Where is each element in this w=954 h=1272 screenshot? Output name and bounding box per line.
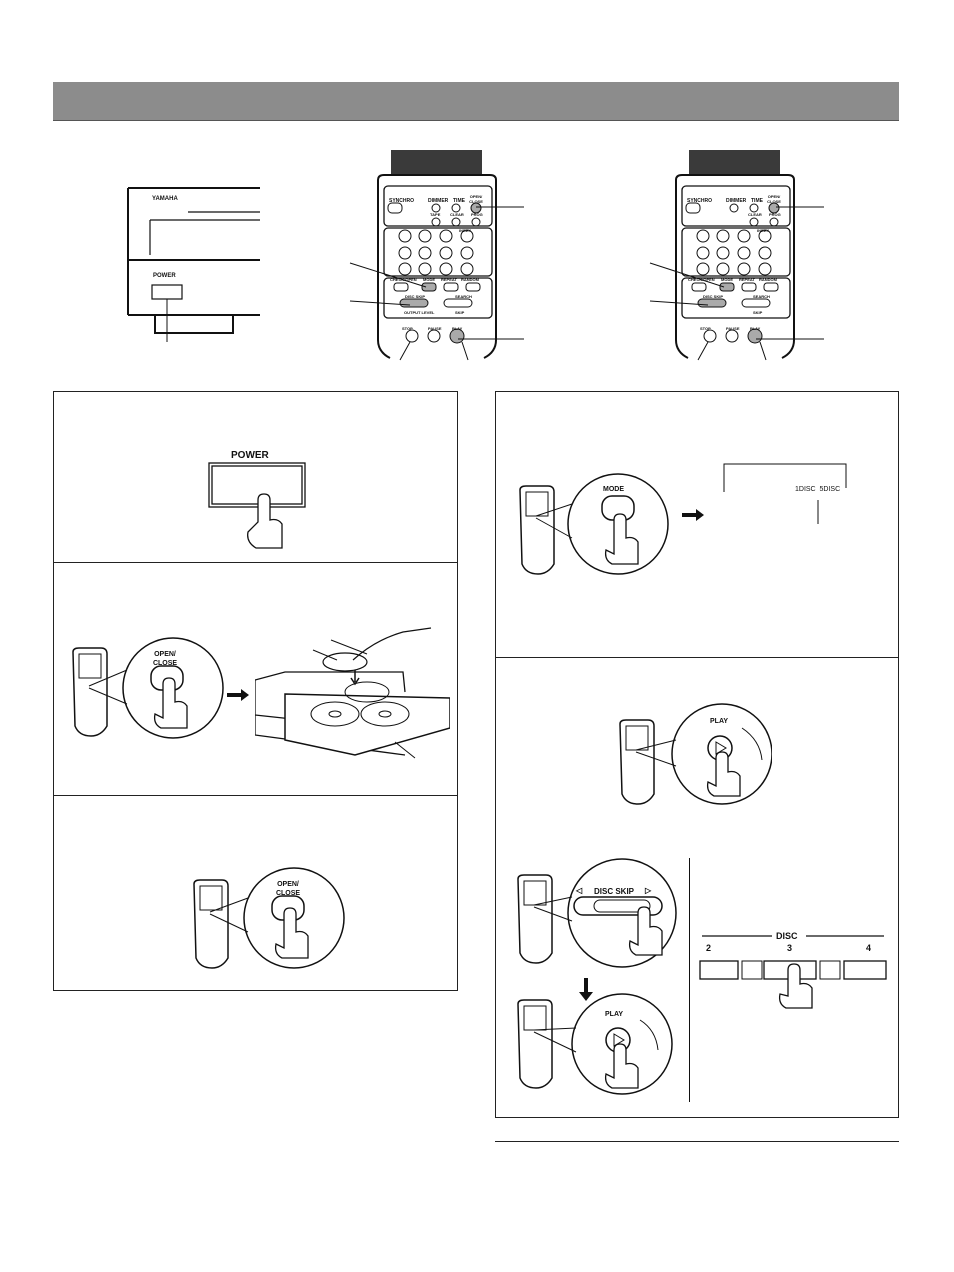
step-power-label: POWER — [231, 450, 269, 461]
remote-left-skip-label: SKIP — [455, 310, 465, 315]
remote-right-index-label: INDEX — [757, 228, 770, 233]
left-steps-panel — [53, 391, 458, 991]
remote-left-output-label: OUTPUT LEVEL — [404, 310, 435, 315]
remote-right-play-label: PLAY — [750, 326, 761, 331]
remote-right-repeat-label: REPEAT — [739, 277, 755, 282]
remote-right-open-close-label: OPEN/ CLOSE — [767, 194, 781, 204]
remote-right-stop-label: STOP — [700, 326, 711, 331]
remote-left-random-label: RANDOM — [461, 277, 479, 282]
remote-left-index-label: INDEX — [459, 228, 472, 233]
remote-left-repeat-label: REPEAT — [441, 277, 457, 282]
remote-left-play-label: PLAY — [452, 326, 463, 331]
unit-power-label: POWER — [153, 273, 176, 279]
arrow-right-icon — [227, 689, 249, 701]
disc-number-2: 2 — [706, 943, 712, 953]
remote-left-pause-label: PAUSE — [428, 326, 442, 331]
cd-changer-front-illustration — [127, 187, 260, 342]
remote-right-time-label: TIME — [751, 198, 763, 204]
remote-model-tag-right — [689, 150, 780, 174]
right-steps-panel — [495, 391, 899, 1118]
play-label-1: PLAY — [710, 718, 729, 725]
disc-skip-right-arrow-icon: ▷ — [645, 886, 652, 895]
remote-right-pause-label: PAUSE — [726, 326, 740, 331]
mode-label: MODE — [603, 486, 624, 493]
play-remote-zoom-2 — [517, 993, 673, 1095]
power-button-illustration — [208, 462, 306, 549]
close-remote-zoom — [193, 867, 345, 969]
remote-left-callout-lines — [349, 206, 524, 340]
remote-left-mode-label: MODE — [423, 277, 435, 282]
remote-model-tag-left — [391, 150, 482, 174]
remote-left-disc-skip-label: DISC SKIP — [405, 294, 426, 299]
left-panel-divider-2 — [53, 795, 458, 796]
disc-panel-title: DISC — [776, 931, 798, 941]
remote-left-search-label: SEARCH — [455, 294, 472, 299]
disc-skip-left-arrow-icon: ◁ — [576, 886, 583, 895]
arrow-right-icon — [682, 509, 704, 521]
remote-left-prog-label: PROG — [471, 212, 483, 217]
disc-selector-panel-illustration — [699, 935, 887, 1009]
remote-right-synchro-label: SYNCHRO — [687, 198, 713, 204]
left-panel-divider-1 — [53, 562, 458, 563]
right-panel-divider — [495, 657, 899, 658]
remote-right-mode-label: MODE — [721, 277, 733, 282]
remote-left-clear-label: CLEAR — [450, 212, 464, 217]
remote-right-clear-label: CLEAR — [748, 212, 762, 217]
remote-left-dimmer-label: DIMMER — [428, 198, 449, 204]
open-close-remote-zoom — [72, 637, 224, 739]
disc-skip-remote-zoom — [517, 858, 677, 968]
remote-right-dimmer-label: DIMMER — [726, 198, 747, 204]
remote-left-tape-label: TAPE — [430, 212, 441, 217]
mode-remote-zoom — [519, 473, 669, 575]
remote-right-callout-lines — [649, 206, 824, 340]
remote-right-skip-label: SKIP — [753, 310, 763, 315]
section-header-bar — [53, 82, 899, 121]
mode-display-bracket — [723, 463, 847, 524]
mode-display-text: 1DISC 5DISC — [795, 486, 841, 493]
remote-right-search-label: SEARCH — [753, 294, 770, 299]
footer-rule — [495, 1141, 899, 1142]
remote-control-right-illustration — [675, 174, 795, 361]
remote-left-stop-label: STOP — [402, 326, 413, 331]
open-close-label-1: OPEN/ CLOSE — [152, 651, 178, 667]
disc-panel-separator — [689, 858, 690, 1102]
unit-brand-logo: YAMAHA — [152, 196, 178, 202]
remote-right-disc-skip-label: DISC SKIP — [703, 294, 724, 299]
play-remote-zoom — [619, 703, 772, 805]
disc-number-3: 3 — [787, 943, 793, 953]
arrow-down-icon — [579, 978, 593, 1001]
remote-control-left-illustration — [377, 174, 497, 361]
disc-tray-illustration — [255, 627, 450, 759]
play-label-2: PLAY — [605, 1011, 624, 1018]
remote-left-open-close-label: OPEN/ CLOSE — [469, 194, 483, 204]
remote-left-time-label: TIME — [453, 198, 465, 204]
remote-left-synchro-label: SYNCHRO — [389, 198, 415, 204]
disc-skip-label: DISC SKIP — [594, 887, 635, 896]
remote-right-prog-label: PROG — [769, 212, 781, 217]
remote-right-random-label: RANDOM — [759, 277, 777, 282]
disc-number-4: 4 — [866, 943, 872, 953]
open-close-label-2: OPEN/ CLOSE — [275, 881, 301, 897]
